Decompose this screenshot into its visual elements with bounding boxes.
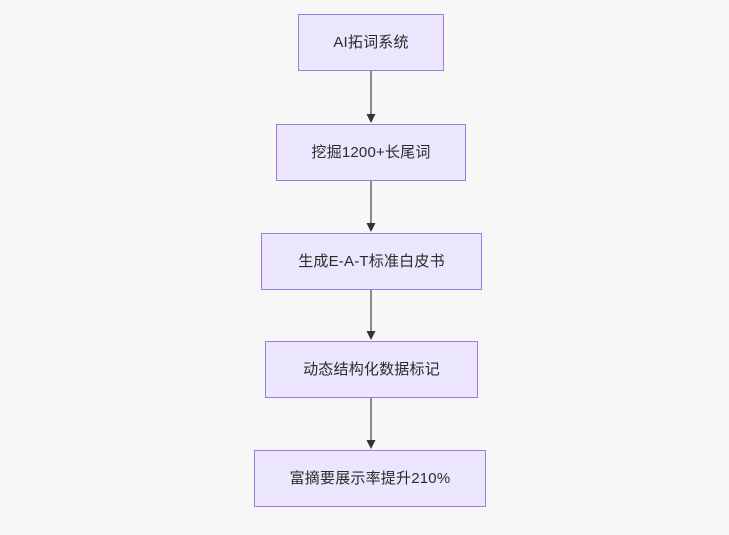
flow-node-label: 富摘要展示率提升210% (289, 470, 451, 487)
flow-node-mine-longtail-keywords[interactable]: 挖掘1200+长尾词 (276, 124, 466, 181)
flow-node-generate-eat-whitepaper[interactable]: 生成E-A-T标准白皮书 (261, 233, 482, 290)
flow-node-dynamic-structured-data-markup[interactable]: 动态结构化数据标记 (265, 341, 478, 398)
flow-node-label: 挖掘1200+长尾词 (311, 144, 431, 161)
flow-node-label: 生成E-A-T标准白皮书 (298, 253, 445, 270)
flow-node-label: 动态结构化数据标记 (303, 361, 440, 378)
edge-n1-to-n2 (366, 71, 376, 123)
edge-n4-to-n5 (366, 398, 376, 449)
edge-n3-to-n4 (366, 290, 376, 340)
flow-node-ai-keyword-system[interactable]: AI拓词系统 (298, 14, 444, 71)
arrow-down-icon (366, 114, 376, 123)
arrow-down-icon (366, 223, 376, 232)
flow-node-rich-snippet-impression-lift[interactable]: 富摘要展示率提升210% (254, 450, 486, 507)
edge-n2-to-n3 (366, 181, 376, 232)
flow-node-label: AI拓词系统 (333, 34, 409, 51)
arrow-down-icon (366, 440, 376, 449)
arrow-down-icon (366, 331, 376, 340)
